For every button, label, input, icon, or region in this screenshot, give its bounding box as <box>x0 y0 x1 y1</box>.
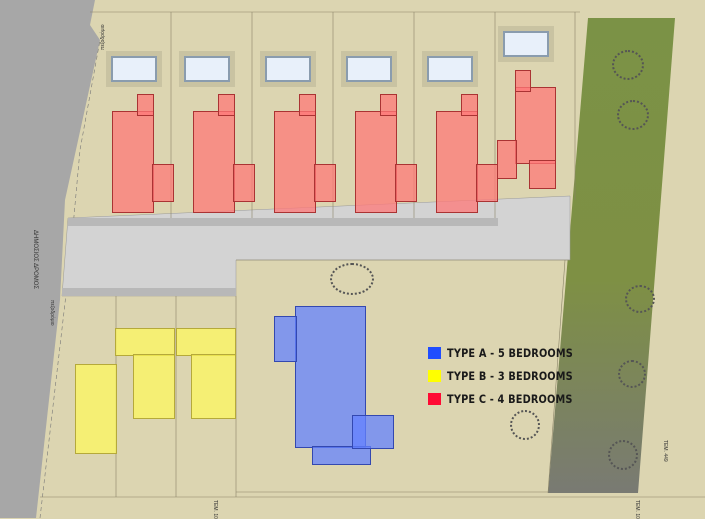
tree-icon <box>625 285 655 313</box>
type-c-garage <box>497 140 517 179</box>
type-b-house <box>133 354 175 419</box>
type-c-house <box>355 111 397 213</box>
type-c-garage <box>395 164 417 202</box>
type-c-garage <box>233 164 255 202</box>
tree-icon <box>618 360 646 388</box>
tree-icon <box>612 50 644 80</box>
type-c-house-wing <box>218 94 235 116</box>
type-c-house-wing <box>515 70 531 92</box>
pool <box>184 56 230 82</box>
pool <box>503 31 549 57</box>
type-c-house <box>274 111 316 213</box>
legend-label: TYPE B - 3 BEDROOMS <box>447 368 573 383</box>
type-b-house <box>191 354 236 419</box>
type-c-garage <box>152 164 174 202</box>
legend: TYPE A - 5 BEDROOMS TYPE B - 3 BEDROOMS … <box>428 341 595 410</box>
type-c-garage <box>314 164 336 202</box>
pool <box>427 56 473 82</box>
type-b-house <box>115 328 175 356</box>
pool <box>265 56 311 82</box>
legend-label: TYPE A - 5 BEDROOMS <box>447 345 574 360</box>
legend-swatch-yellow <box>428 369 441 382</box>
type-c-house <box>112 111 154 213</box>
type-a-house-wing <box>352 415 394 449</box>
tree-icon <box>330 263 374 295</box>
legend-item-type-c: TYPE C - 4 BEDROOMS <box>428 387 595 410</box>
legend-item-type-a: TYPE A - 5 BEDROOMS <box>428 341 595 364</box>
type-c-house-wing <box>137 94 154 116</box>
type-b-house <box>176 328 236 356</box>
type-c-house <box>436 111 478 213</box>
plot-label: ΤΕΜ. 10 <box>634 500 640 519</box>
type-c-house-wing <box>461 94 478 116</box>
type-a-house-wing <box>312 446 371 465</box>
sidewalk-label: πεζοδρόμιο <box>100 24 106 50</box>
plot-label: ΤΕΜ. 449 <box>662 440 668 462</box>
type-c-house-wing <box>299 94 316 116</box>
type-a-house-wing <box>274 316 297 362</box>
type-b-house <box>75 364 117 454</box>
legend-item-type-b: TYPE B - 3 BEDROOMS <box>428 364 595 387</box>
tree-icon <box>510 410 540 440</box>
type-c-garage <box>476 164 498 202</box>
road-label: ΔΗΜΟΣΙΟΣ ΔΡΟΜΟΣ <box>32 230 38 290</box>
sidewalk-label: πεζοδρόμιο <box>49 300 55 326</box>
pool <box>111 56 157 82</box>
type-c-house-wing <box>529 160 556 189</box>
legend-label: TYPE C - 4 BEDROOMS <box>447 391 573 406</box>
type-c-house <box>515 87 556 164</box>
tree-icon <box>608 440 638 470</box>
plot-label: ΤΕΜ. 10 <box>212 500 218 519</box>
public-road <box>0 0 100 518</box>
type-c-house-wing <box>380 94 397 116</box>
type-c-house <box>193 111 235 213</box>
pool <box>346 56 392 82</box>
legend-swatch-blue <box>428 346 441 359</box>
tree-icon <box>617 100 649 130</box>
legend-swatch-red <box>428 392 441 405</box>
